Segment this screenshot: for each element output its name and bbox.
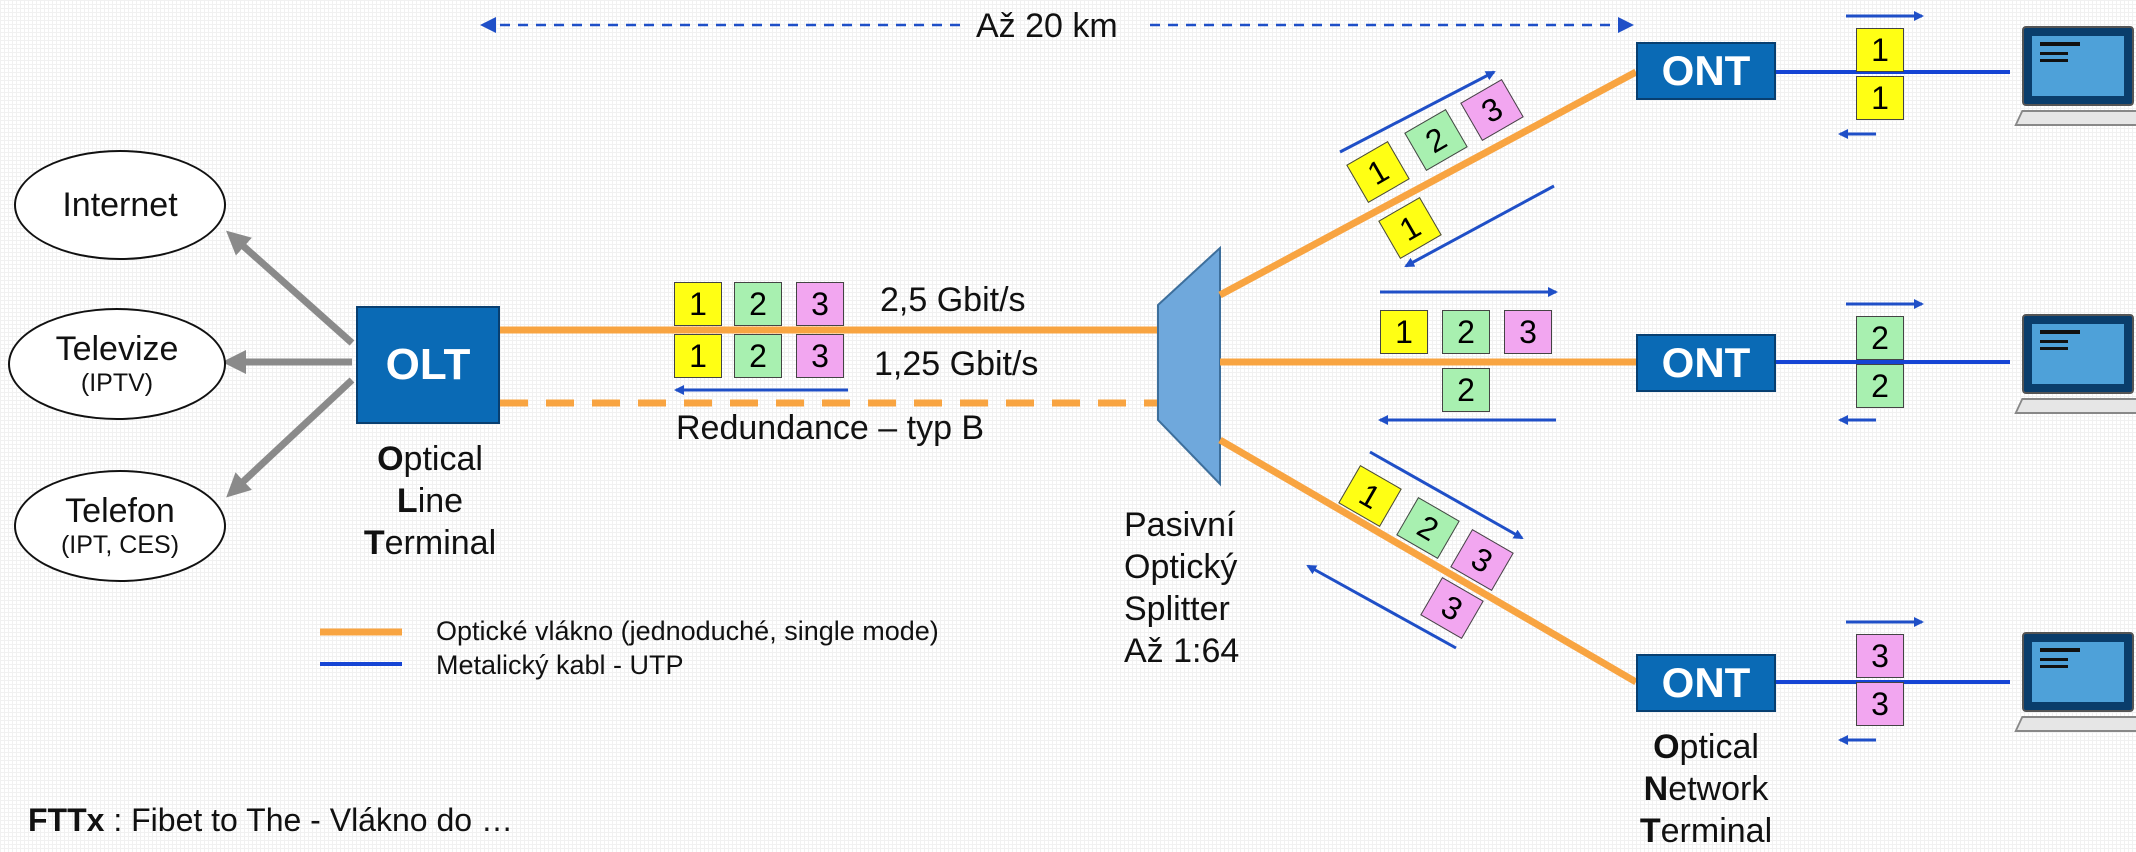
ont-box-2: ONT <box>1636 334 1776 392</box>
olt-name-rest: ine <box>417 482 464 520</box>
branch-fiber-1 <box>1218 68 1638 299</box>
olt-name-rest: erminal <box>384 524 497 562</box>
ont-label: ONT <box>1661 47 1751 94</box>
ont-name-initial: N <box>1643 770 1669 808</box>
user2-down-packet: 2 <box>1856 316 1904 360</box>
ont-name-rest: etwork <box>1668 770 1769 808</box>
ont-box-1: ONT <box>1636 42 1776 100</box>
splitter-line: Pasivní <box>1124 506 1236 544</box>
footer-description: : Fibet to The - Vlákno do … <box>104 802 513 838</box>
phone-ellipse: Telefon (IPT, CES) <box>14 470 226 582</box>
user3-up-packet: 3 <box>1856 682 1904 726</box>
branch3-down-arrow <box>1369 450 1524 540</box>
feeder-up-packet: 1 <box>674 334 722 378</box>
olt-box-label: OLT <box>385 340 471 389</box>
arrow-to-phone <box>226 377 355 498</box>
internet-label: Internet <box>62 186 178 224</box>
legend-copper-label: Metalický kabl - UTP <box>436 650 684 680</box>
feeder-down-packet: 1 <box>674 282 722 326</box>
computer-icon <box>2012 314 2136 426</box>
feeder-up-packet: 2 <box>734 334 782 378</box>
splitter-line: Optický <box>1124 548 1238 586</box>
tv-sub-label: (IPTV) <box>80 369 154 397</box>
legend-fiber-label: Optické vlákno (jednoduché, single mode) <box>436 616 939 646</box>
user3-down-packet: 3 <box>1856 634 1904 678</box>
ont-name-rest: erminal <box>1660 812 1773 850</box>
redundancy-label: Redundance – typ B <box>676 409 985 447</box>
branch2-up-packet: 2 <box>1442 368 1490 412</box>
branch2-down-packet: 2 <box>1442 310 1490 354</box>
olt-box: OLT <box>356 306 500 424</box>
splitter-shape <box>1157 245 1221 487</box>
computer-icon <box>2012 632 2136 744</box>
splitter-line: Až 1:64 <box>1124 632 1240 670</box>
olt-name-rest: ptical <box>403 440 483 478</box>
footer-text: FTTx : Fibet to The - Vlákno do … <box>28 800 513 840</box>
downstream-rate: 2,5 Gbit/s <box>880 281 1026 319</box>
branch2-down-packet: 1 <box>1380 310 1428 354</box>
olt-name: Optical Line Terminal <box>360 438 500 564</box>
ont-name-initial: T <box>1639 812 1661 850</box>
branch1-down-arrow <box>1339 70 1496 154</box>
internet-ellipse: Internet <box>14 150 226 260</box>
ont-label: ONT <box>1661 659 1751 706</box>
olt-name-initial: L <box>396 482 418 520</box>
olt-name-initial: O <box>377 440 404 478</box>
ont-name-rest: ptical <box>1679 728 1759 766</box>
feeder-up-packet: 3 <box>796 334 844 378</box>
distance-label: Až 20 km <box>976 7 1118 45</box>
computer-icon <box>2012 26 2136 138</box>
ont-name-initial: O <box>1653 728 1680 766</box>
branch3-up-arrow <box>1306 564 1457 650</box>
splitter-label: Pasivní Optický Splitter Až 1:64 <box>1124 504 1239 672</box>
splitter-line: Splitter <box>1124 590 1230 628</box>
branch2-down-packet: 3 <box>1504 310 1552 354</box>
tv-label: Televize <box>55 330 179 368</box>
phone-label: Telefon <box>65 492 175 530</box>
user2-up-packet: 2 <box>1856 364 1904 408</box>
ont-label: ONT <box>1661 339 1751 386</box>
feeder-down-packet: 3 <box>796 282 844 326</box>
ont-name: Optical Network Terminal <box>1636 726 1776 852</box>
phone-sub-label: (IPT, CES) <box>60 531 180 559</box>
upstream-rate: 1,25 Gbit/s <box>874 345 1039 383</box>
ont-box-3: ONT <box>1636 654 1776 712</box>
footer-term: FTTx <box>28 802 105 838</box>
feeder-down-packet: 2 <box>734 282 782 326</box>
branch-fiber-3 <box>1218 436 1638 686</box>
user1-up-packet: 1 <box>1856 76 1904 120</box>
branch1-up-arrow <box>1404 184 1555 268</box>
olt-name-initial: T <box>363 524 385 562</box>
arrow-to-internet <box>226 230 355 346</box>
tv-ellipse: Televize (IPTV) <box>8 308 226 420</box>
user1-down-packet: 1 <box>1856 28 1904 72</box>
